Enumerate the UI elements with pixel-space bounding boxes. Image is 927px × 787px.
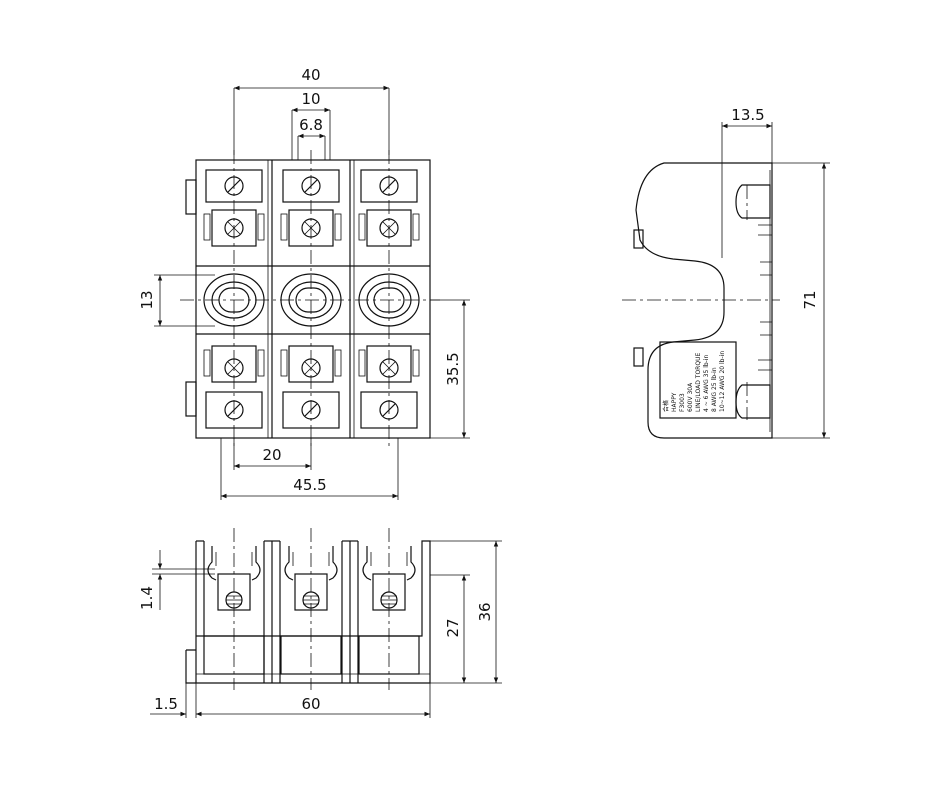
label-line: 8 AWG 25 lb-in — [711, 367, 718, 412]
side-slot-top — [633, 229, 644, 249]
label-line: F3003 — [679, 393, 686, 412]
front-view-dimensions: 40 10 6.8 13 35.5 20 45.5 — [138, 66, 470, 500]
dim-60: 60 — [301, 695, 320, 713]
product-label: 合格 HAPPY F3003 600V 30A LINE/LOAD TORQUE… — [662, 351, 726, 412]
side-view-dimensions: 13.5 71 — [721, 106, 830, 439]
left-tab-bottom — [185, 381, 197, 417]
side-screw-bottom — [735, 384, 771, 419]
elevation-dimensions: 1.4 27 36 1.5 60 — [138, 540, 502, 718]
label-line: LINE/LOAD TORQUE — [695, 353, 702, 412]
dim-40: 40 — [301, 66, 320, 84]
dim-71: 71 — [801, 290, 819, 309]
dim-13: 13 — [138, 290, 156, 309]
dim-20: 20 — [262, 446, 281, 464]
product-label-plate — [659, 341, 737, 419]
side-slot-bottom — [633, 347, 644, 367]
dim-1-4: 1.4 — [138, 586, 156, 610]
elevation-body — [195, 540, 431, 684]
label-line: 10~12 AWG 20 lb-in — [719, 351, 726, 412]
dim-27: 27 — [444, 618, 462, 637]
elevation-view — [185, 528, 431, 690]
label-line: HAPPY — [671, 392, 678, 412]
side-view-outline — [635, 162, 773, 439]
label-line: 合格 — [662, 400, 670, 412]
dim-6-8: 6.8 — [299, 116, 323, 134]
dim-36: 36 — [476, 602, 494, 621]
side-view: 合格 HAPPY F3003 600V 30A LINE/LOAD TORQUE… — [622, 162, 780, 439]
dim-35-5: 35.5 — [444, 352, 462, 385]
dim-1-5: 1.5 — [154, 695, 178, 713]
side-screw-top — [735, 184, 771, 219]
dim-13-5: 13.5 — [731, 106, 764, 124]
label-line: 4 ~ 6 AWG 35 lb-in — [703, 355, 710, 412]
front-view-body — [195, 159, 431, 439]
label-line: 600V 30A — [687, 382, 694, 412]
dim-45-5: 45.5 — [293, 476, 326, 494]
left-tab-top — [185, 179, 197, 215]
front-view — [180, 150, 440, 448]
dim-10: 10 — [301, 90, 320, 108]
